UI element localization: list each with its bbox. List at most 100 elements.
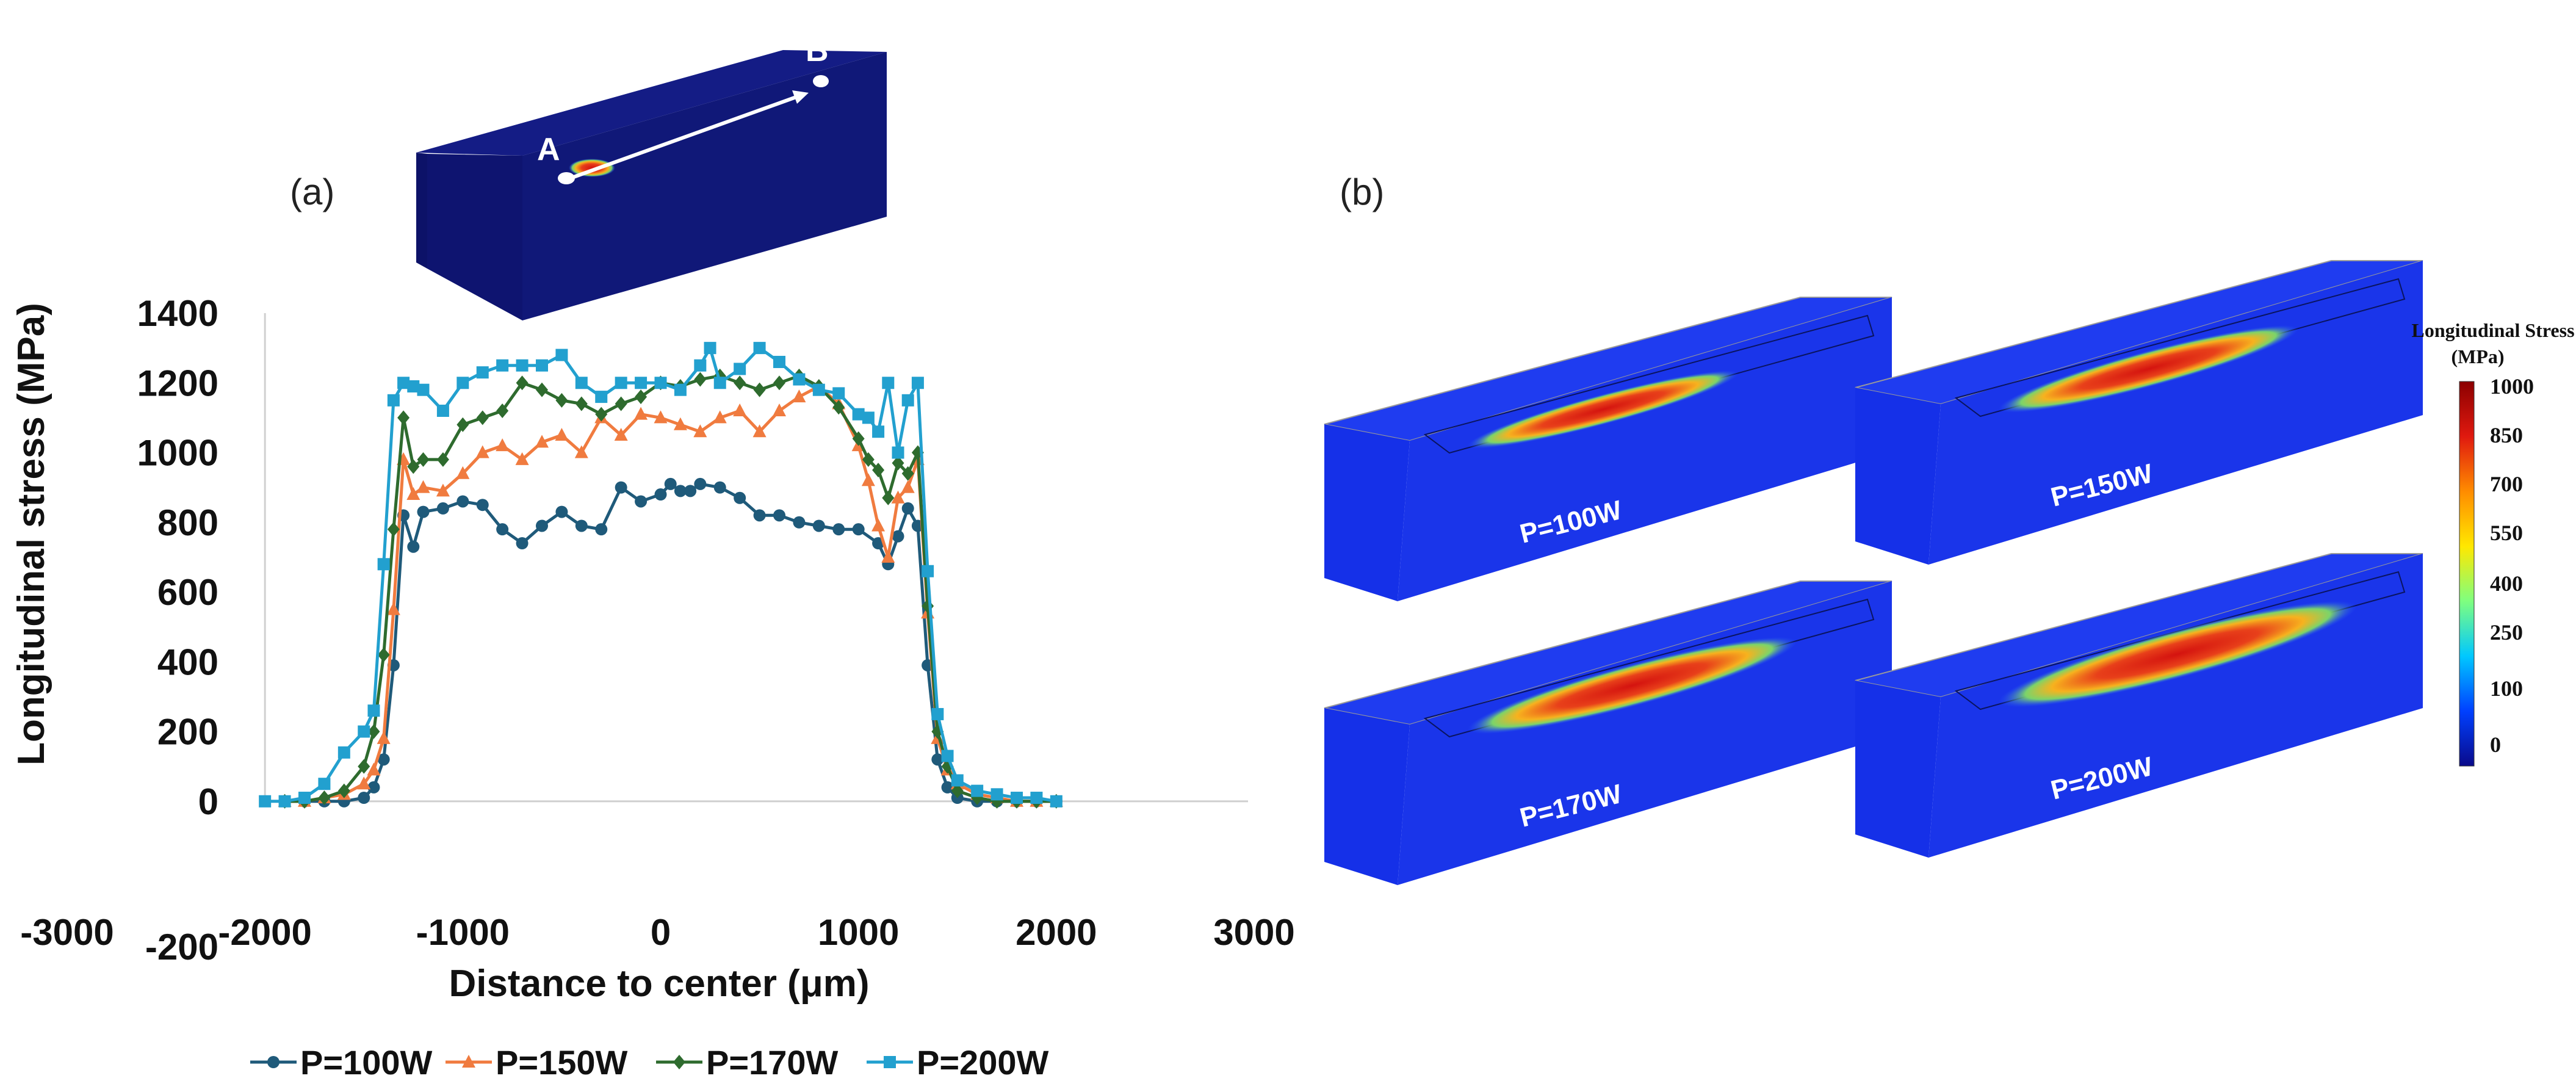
- data-point: [773, 375, 785, 391]
- data-point: [931, 753, 944, 766]
- x-tick-label: 1000: [818, 912, 899, 953]
- data-point: [575, 396, 588, 411]
- y-tick-label: 1000: [137, 433, 218, 474]
- data-point: [694, 477, 707, 490]
- data-point: [931, 707, 944, 720]
- colorbar-bar: [2459, 381, 2475, 767]
- data-point: [536, 382, 548, 397]
- y-tick-label: 1400: [137, 293, 218, 334]
- data-point: [357, 776, 371, 790]
- legend-label: P=150W: [496, 1043, 627, 1082]
- x-tick-label: 2000: [1016, 912, 1097, 953]
- data-point: [872, 425, 885, 438]
- schematic-point-b-dot: [813, 75, 829, 87]
- data-point: [773, 509, 785, 522]
- data-point: [654, 377, 667, 389]
- data-point: [456, 417, 469, 432]
- data-point: [891, 490, 905, 504]
- data-point: [1030, 792, 1043, 805]
- data-point: [407, 540, 420, 553]
- data-point: [358, 792, 370, 805]
- data-point: [901, 394, 914, 407]
- data-point: [1050, 795, 1063, 808]
- data-point: [674, 383, 687, 396]
- data-point: [832, 523, 845, 536]
- data-point: [734, 363, 746, 375]
- series-line: [284, 374, 1056, 803]
- data-point: [387, 394, 400, 407]
- colorbar-unit: (MPa): [2451, 345, 2504, 367]
- schematic-block: A B: [416, 33, 887, 320]
- data-point: [377, 558, 390, 571]
- data-point: [367, 724, 380, 739]
- data-point: [734, 491, 746, 504]
- data-point: [1011, 792, 1023, 805]
- schematic-label-a: A: [537, 132, 560, 167]
- data-point: [614, 427, 628, 441]
- contour-groove-outline: [1423, 598, 1875, 738]
- contour-stress-zone: [1998, 325, 2299, 413]
- schematic-end-face: [416, 153, 427, 269]
- data-point: [496, 359, 509, 372]
- data-point: [407, 459, 420, 474]
- data-point: [462, 1055, 475, 1068]
- data-point: [417, 505, 430, 518]
- data-point: [901, 466, 914, 481]
- data-point: [713, 410, 727, 424]
- contour-panel: P=100W: [1324, 297, 1892, 601]
- data-point: [278, 795, 291, 808]
- data-point: [595, 391, 608, 403]
- data-point: [901, 480, 915, 493]
- data-point: [635, 495, 648, 508]
- data-point: [397, 377, 410, 389]
- series-p-200w: [259, 342, 1063, 808]
- schematic-long-face: [522, 52, 887, 320]
- data-point: [753, 509, 766, 522]
- contour-groove-outline: [1954, 278, 2406, 418]
- data-point: [673, 1055, 685, 1069]
- data-point: [793, 373, 806, 386]
- data-point: [812, 383, 825, 396]
- data-point: [990, 788, 1003, 801]
- data-point: [694, 359, 707, 372]
- data-point: [555, 427, 569, 441]
- data-point: [367, 704, 380, 717]
- contour-side-face: [1855, 681, 1941, 858]
- schematic-front-face: [427, 154, 522, 320]
- data-point: [337, 746, 350, 759]
- data-point: [862, 411, 875, 424]
- data-point: [496, 438, 510, 452]
- data-point: [882, 490, 895, 505]
- contour-stress-zone: [1467, 370, 1739, 449]
- data-point: [555, 505, 568, 518]
- contour-stress-zone: [1998, 601, 2358, 707]
- schematic-arrowhead: [792, 90, 809, 104]
- data-point: [713, 481, 726, 494]
- data-point: [436, 502, 449, 515]
- contour-stress-zone: [1467, 637, 1797, 734]
- data-point: [971, 784, 984, 797]
- panel-label-a: (a): [290, 172, 334, 212]
- data-point: [456, 377, 469, 389]
- data-point: [684, 485, 697, 497]
- data-point: [516, 375, 529, 391]
- contour-groove-outline: [1954, 571, 2406, 711]
- data-point: [377, 647, 390, 662]
- data-point: [298, 792, 311, 805]
- data-point: [812, 519, 825, 532]
- data-point: [407, 380, 420, 392]
- colorbar-tick-label: 0: [2490, 732, 2501, 757]
- data-point: [259, 795, 272, 808]
- y-tick-label: 800: [157, 502, 218, 543]
- data-point: [367, 762, 381, 776]
- contour-panel: P=200W: [1855, 553, 2423, 858]
- y-axis-label: Longitudinal stress (MPa): [10, 303, 52, 765]
- schematic-heat-spot: [558, 172, 575, 184]
- data-point: [861, 473, 875, 486]
- data-point: [911, 377, 924, 389]
- data-point: [635, 377, 648, 389]
- data-point: [882, 377, 895, 389]
